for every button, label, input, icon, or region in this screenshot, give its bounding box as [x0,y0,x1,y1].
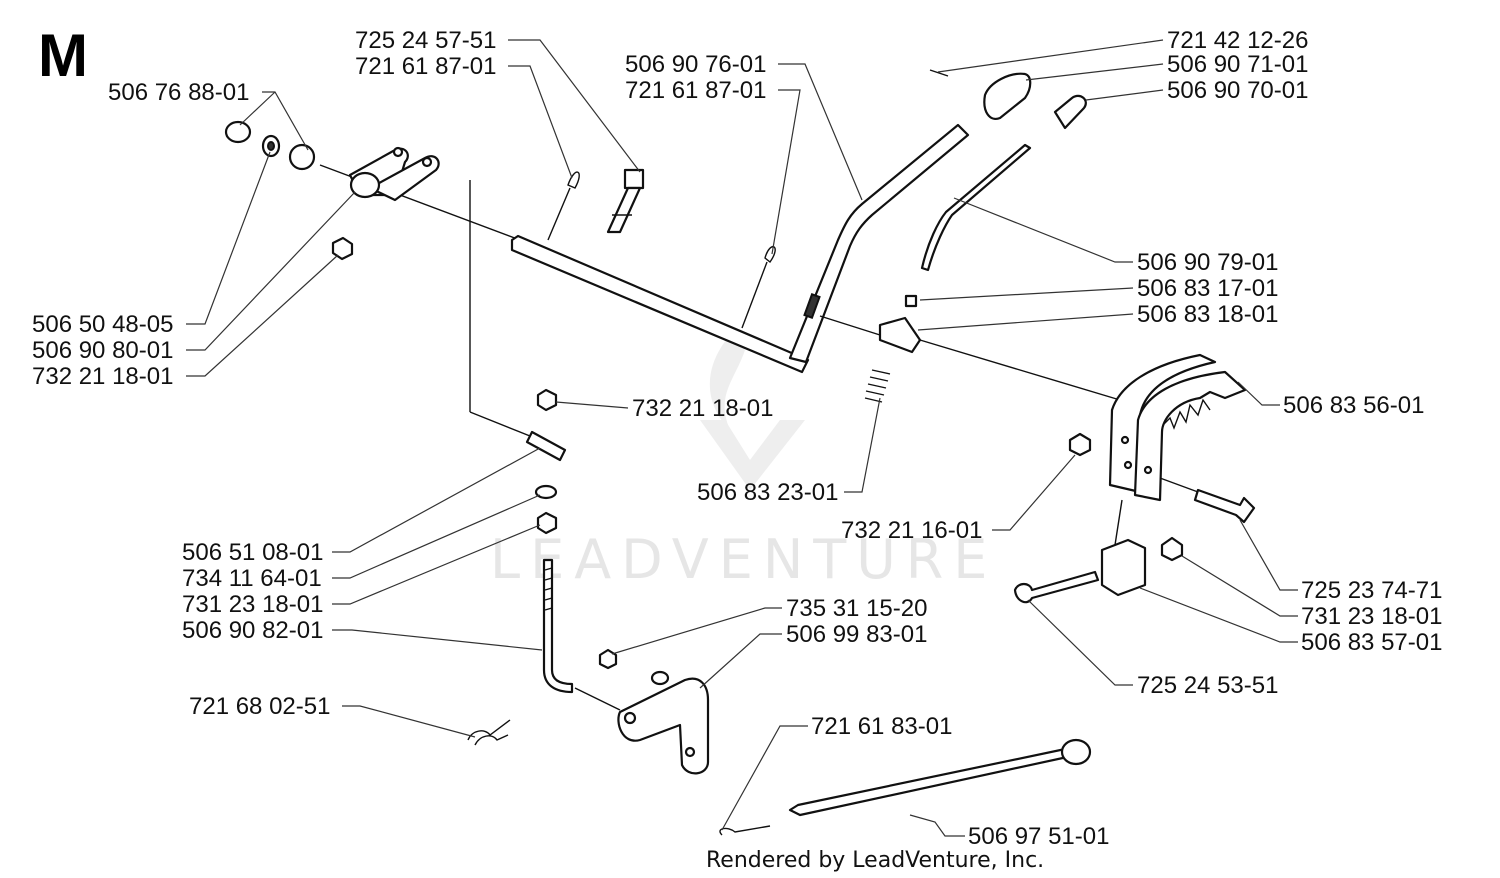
part-label: 506 83 57-01 [1301,629,1442,656]
lever-bracket [617,677,710,775]
part-label: 735 31 15-20 [786,595,927,622]
watermark-text: LEADVENTURE [490,528,997,591]
toothed-sector [1108,353,1247,502]
knob [1053,94,1087,130]
part-label: 506 50 48-05 [32,311,173,338]
part-label: 725 24 53-51 [1137,672,1278,699]
handle-lever [788,123,970,364]
part-label: 734 11 64-01 [182,565,322,592]
part-label: 506 83 23-01 [697,479,838,506]
watermark: LEADVENTURE [490,330,997,591]
part-label: 732 21 16-01 [841,517,982,544]
rod-eye [1060,738,1092,766]
part-label: 506 90 80-01 [32,337,173,364]
lower-nut [536,511,558,535]
hairpin [467,719,511,746]
part-label: 506 90 82-01 [182,617,323,644]
cotter-pin-bottom [719,825,771,836]
part-label: 732 21 18-01 [632,395,773,422]
part-label: 721 68 02-51 [189,693,330,720]
control-rod [788,746,1074,817]
part-label: 732 21 18-01 [32,363,173,390]
part-label: 725 23 74-71 [1301,577,1442,604]
parts [224,69,1256,836]
part-label: 506 76 88-01 [108,79,249,106]
small-nut [598,648,618,670]
part-label: 506 90 79-01 [1137,249,1278,276]
part-label: 721 61 87-01 [625,77,766,104]
section-letter: M [38,22,88,89]
part-label: 506 97 51-01 [968,823,1109,850]
clamp-block [1100,538,1147,597]
latch-block [878,316,922,354]
small-pin [904,294,918,308]
part-label: 506 90 70-01 [1167,77,1308,104]
part-label: 731 23 18-01 [1301,603,1442,630]
clamp-nut [1160,536,1184,562]
pivot-bracket [348,146,440,202]
part-label: 721 61 83-01 [811,713,952,740]
part-label: 506 90 71-01 [1167,51,1308,78]
leader-lines [186,39,1298,837]
part-label: 731 23 18-01 [182,591,323,618]
part-label: 721 42 12-26 [1167,27,1308,54]
part-label: 725 24 57-51 [355,27,496,54]
part-label: 506 99 83-01 [786,621,927,648]
threaded-rod [542,558,574,694]
footer-credit: Rendered by LeadVenture, Inc. [706,848,1044,873]
shift-rod [920,143,1032,272]
part-label: 506 51 08-01 [182,539,323,566]
spring [864,369,891,403]
handle-grip [983,72,1032,120]
washer [534,484,558,500]
part-labels: 725 24 57-51 721 61 87-01 506 90 76-01 7… [32,27,1442,850]
part-label: 506 90 76-01 [625,51,766,78]
clevis-pin [525,430,567,462]
part-label: 506 83 56-01 [1283,392,1424,419]
stub-pin [650,670,670,686]
part-label: 506 83 18-01 [1137,301,1278,328]
hex-nut-left [331,236,354,261]
sector-nut [1068,432,1092,457]
nut-washer-stack [224,120,316,171]
sector-bolt [1193,488,1256,524]
bolt-top [606,168,645,234]
part-label: 721 61 87-01 [355,53,496,80]
top-nut [536,388,558,412]
main-shaft [510,234,810,374]
part-label: 506 83 17-01 [1137,275,1278,302]
clamp-bolt [1013,570,1100,604]
